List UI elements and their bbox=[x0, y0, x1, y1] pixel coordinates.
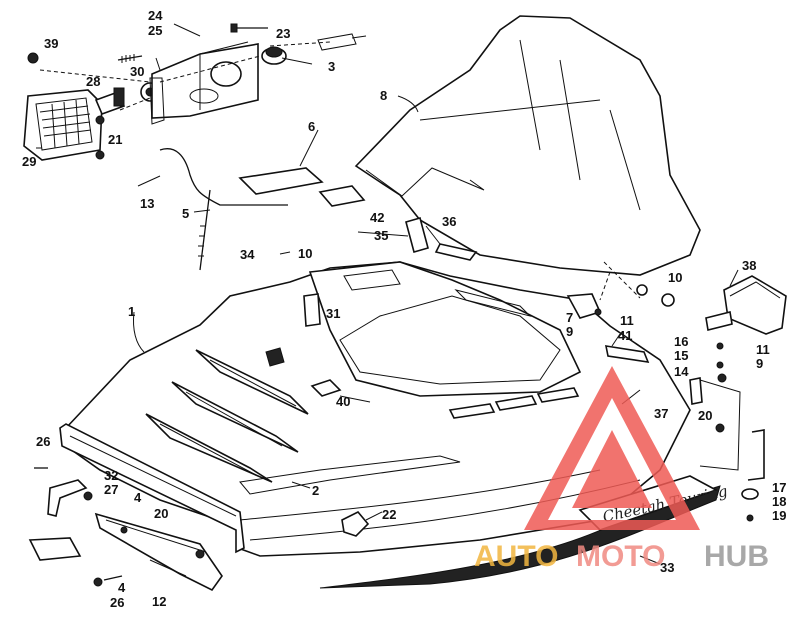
callout-18: 18 bbox=[772, 494, 786, 509]
callout-30: 30 bbox=[130, 64, 144, 79]
callout-9a: 9 bbox=[566, 324, 573, 339]
callout-11a: 11 bbox=[620, 313, 634, 328]
callout-31: 31 bbox=[326, 306, 340, 321]
watermark-moto: MOTO bbox=[576, 540, 665, 573]
callout-24: 24 bbox=[148, 8, 163, 23]
callout-2: 2 bbox=[312, 483, 319, 498]
watermark-triangle-logo bbox=[524, 366, 700, 530]
callout-11b: 11 bbox=[756, 342, 770, 357]
callout-21: 21 bbox=[108, 132, 122, 147]
small-parts-right bbox=[566, 261, 765, 522]
callout-26b: 26 bbox=[110, 595, 124, 610]
watermark-auto: AUTO bbox=[474, 540, 558, 573]
callout-8: 8 bbox=[380, 88, 387, 103]
callout-4b: 4 bbox=[118, 580, 126, 595]
callout-23: 23 bbox=[276, 26, 290, 41]
callout-37: 37 bbox=[654, 406, 668, 421]
callout-15: 15 bbox=[674, 348, 688, 363]
callout-1: 1 bbox=[128, 304, 135, 319]
callout-14: 14 bbox=[674, 364, 689, 379]
callout-17: 17 bbox=[772, 480, 786, 495]
mirror bbox=[705, 275, 787, 335]
callout-22: 22 bbox=[382, 507, 396, 522]
decals-upper bbox=[238, 167, 478, 261]
callout-5: 5 bbox=[182, 206, 189, 221]
watermark: AUTO MOTO HUB bbox=[474, 366, 769, 573]
callout-9b: 9 bbox=[756, 356, 763, 371]
callout-6: 6 bbox=[308, 119, 315, 134]
callout-labels: 1 2 3 4 4 5 6 7 8 9 9 10 10 11 11 12 13 … bbox=[22, 8, 786, 610]
callout-16: 16 bbox=[674, 334, 688, 349]
callout-35: 35 bbox=[374, 228, 388, 243]
callout-10b: 10 bbox=[668, 270, 682, 285]
callout-36: 36 bbox=[442, 214, 456, 229]
hood bbox=[59, 261, 691, 557]
callout-3: 3 bbox=[328, 59, 335, 74]
callout-28: 28 bbox=[86, 74, 100, 89]
callout-20b: 20 bbox=[698, 408, 712, 423]
callout-42: 42 bbox=[370, 210, 384, 225]
callout-13: 13 bbox=[140, 196, 154, 211]
callout-25: 25 bbox=[148, 23, 162, 38]
callout-40: 40 bbox=[336, 394, 350, 409]
callout-32: 32 bbox=[104, 468, 118, 483]
watermark-hub: HUB bbox=[704, 540, 769, 573]
callout-29: 29 bbox=[22, 154, 36, 169]
callout-7: 7 bbox=[566, 310, 573, 325]
callout-26a: 26 bbox=[36, 434, 50, 449]
headlight-assembly bbox=[23, 23, 367, 271]
windshield bbox=[354, 15, 701, 276]
callout-20a: 20 bbox=[154, 506, 168, 521]
callout-19: 19 bbox=[772, 508, 786, 523]
callout-41: 41 bbox=[618, 328, 632, 343]
callout-12: 12 bbox=[152, 594, 166, 609]
callout-34: 34 bbox=[240, 247, 255, 262]
callout-38: 38 bbox=[742, 258, 756, 273]
callout-4a: 4 bbox=[134, 490, 142, 505]
callout-33: 33 bbox=[660, 560, 674, 575]
small-parts-lower-left bbox=[28, 467, 223, 592]
callout-10a: 10 bbox=[298, 246, 312, 261]
callout-27: 27 bbox=[104, 482, 118, 497]
callout-39: 39 bbox=[44, 36, 58, 51]
